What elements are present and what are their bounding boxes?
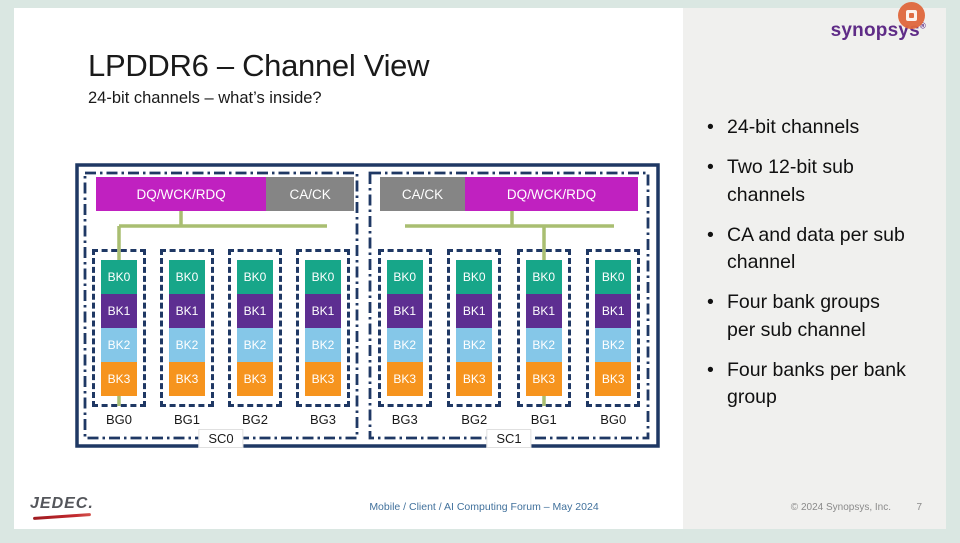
bank-cell: BK0 <box>386 260 423 294</box>
synopsys-logo: synopsys® <box>831 20 926 42</box>
bank-cell: BK2 <box>525 328 562 362</box>
subchannel-label: SC1 <box>486 429 532 448</box>
screenshot-glyph-icon <box>906 10 917 21</box>
bank-cell: BK3 <box>525 362 562 396</box>
bank-cell: BK0 <box>169 260 205 294</box>
bank-cell: BK2 <box>386 328 423 362</box>
bank-group-label: BG3 <box>309 412 336 427</box>
bank-cell: BK3 <box>305 362 341 396</box>
bullet-item: Four banks per bank group <box>705 357 910 412</box>
bullet-item: CA and data per sub channel <box>705 222 910 277</box>
channel-outer-border <box>75 163 660 448</box>
bank-cell: BK1 <box>237 294 273 328</box>
bank-cell: BK1 <box>305 294 341 328</box>
bank-group-label: BG2 <box>461 412 488 427</box>
footer-event-title: Mobile / Client / AI Computing Forum – M… <box>369 501 599 513</box>
bank-cell: BK2 <box>305 328 341 362</box>
bank-cell: BK1 <box>456 294 493 328</box>
bank-group-label: BG0 <box>600 412 627 427</box>
screenshot-tool-badge-icon[interactable] <box>898 2 925 29</box>
bank-cell: BK1 <box>169 294 205 328</box>
bank-cell: BK2 <box>456 328 493 362</box>
bank-group-label: BG1 <box>530 412 557 427</box>
bullet-list: 24-bit channelsTwo 12-bit sub channelsCA… <box>705 114 910 425</box>
bank-cell: BK2 <box>101 328 137 362</box>
bank-group-label: BG2 <box>241 412 268 427</box>
jedec-logo: JEDEC. <box>30 495 94 521</box>
bank-cell: BK1 <box>525 294 562 328</box>
bank-cell: BK0 <box>525 260 562 294</box>
bank-cell: BK1 <box>595 294 632 328</box>
footer-page-number: 7 <box>916 502 922 513</box>
bank-cell: BK0 <box>456 260 493 294</box>
sc1-connector-lines <box>405 211 614 406</box>
synopsys-logo-text: synopsys <box>830 20 920 41</box>
bank-cell: BK2 <box>595 328 632 362</box>
ca-ck-box: CA/CK <box>266 177 354 211</box>
bank-cell: BK3 <box>169 362 205 396</box>
page-subtitle: 24-bit channels – what’s inside? <box>88 89 322 107</box>
bank-cell: BK3 <box>237 362 273 396</box>
ca-ck-box: CA/CK <box>380 177 466 211</box>
registered-mark: ® <box>919 21 926 31</box>
diagram-borders-and-connectors <box>75 163 660 448</box>
jedec-logo-swoosh <box>32 512 92 521</box>
bank-cell: BK2 <box>237 328 273 362</box>
bullet-item: Four bank groups per sub channel <box>705 289 910 344</box>
subchannel-label: SC0 <box>198 429 244 448</box>
bank-cell: BK0 <box>101 260 137 294</box>
bullet-item: Two 12-bit sub channels <box>705 154 910 209</box>
bank-cell: BK2 <box>169 328 205 362</box>
slide: LPDDR6 – Channel View 24-bit channels – … <box>14 8 946 529</box>
dq-wck-rdq-box: DQ/WCK/RDQ <box>96 177 267 211</box>
bank-cell: BK1 <box>386 294 423 328</box>
bank-cell: BK3 <box>456 362 493 396</box>
bank-group-label: BG0 <box>105 412 132 427</box>
bullet-item: 24-bit channels <box>705 114 910 142</box>
bank-cell: BK0 <box>237 260 273 294</box>
footer-copyright: © 2024 Synopsys, Inc. <box>790 502 891 513</box>
bank-cell: BK0 <box>305 260 341 294</box>
bank-cell: BK3 <box>386 362 423 396</box>
bank-cell: BK0 <box>595 260 632 294</box>
bank-cell: BK3 <box>101 362 137 396</box>
bank-group-label: BG1 <box>173 412 200 427</box>
dq-wck-rdq-box: DQ/WCK/RDQ <box>465 177 638 211</box>
bank-cell: BK3 <box>595 362 632 396</box>
page-title: LPDDR6 – Channel View <box>88 48 430 83</box>
jedec-logo-text: JEDEC. <box>30 495 94 512</box>
bank-cell: BK1 <box>101 294 137 328</box>
bank-group-label: BG3 <box>391 412 418 427</box>
